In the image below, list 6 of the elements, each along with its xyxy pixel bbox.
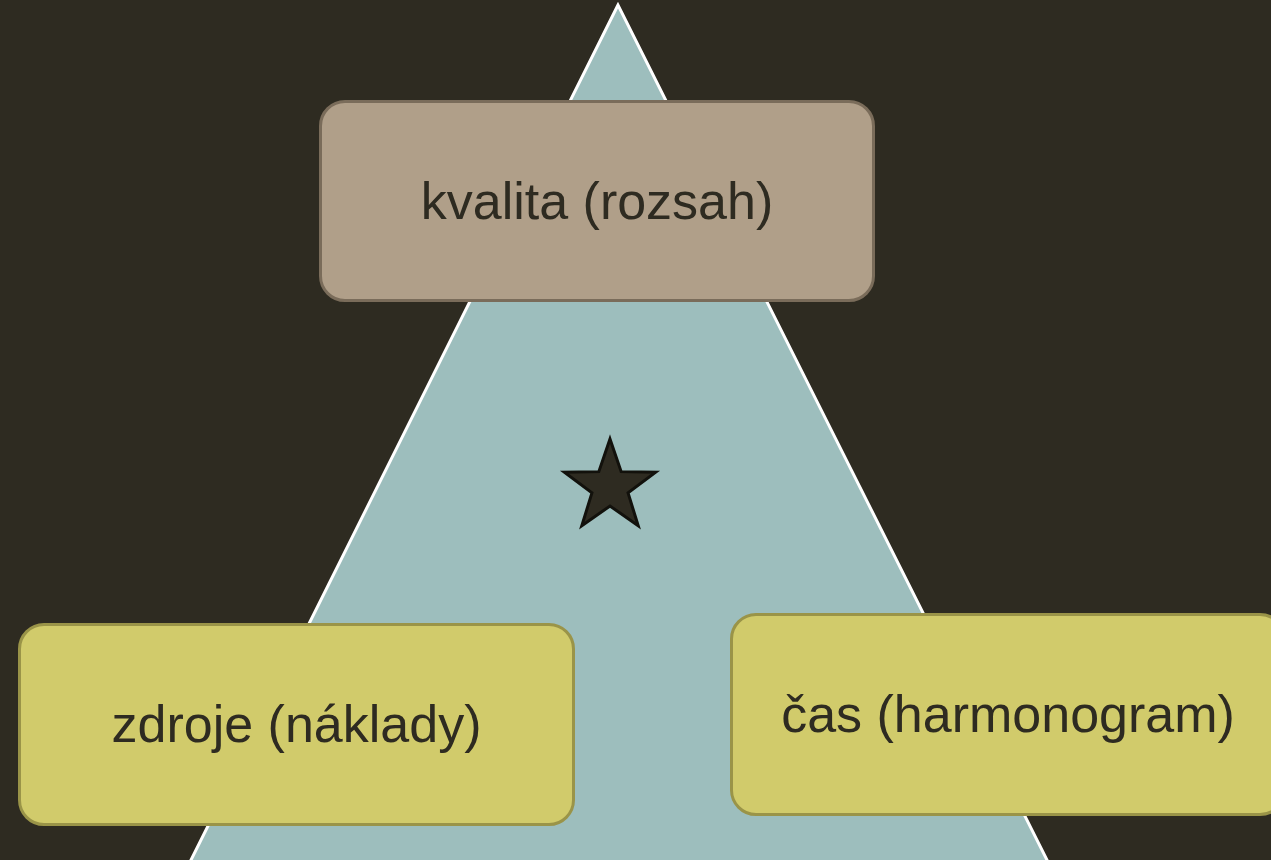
text-box [18, 623, 575, 826]
box-label: zdroje (náklady) [111, 694, 482, 755]
text-box [319, 100, 875, 302]
box-label: čas (harmonogram) [781, 684, 1235, 745]
text-box [730, 613, 1271, 816]
box-label: kvalita (rozsah) [420, 170, 774, 232]
